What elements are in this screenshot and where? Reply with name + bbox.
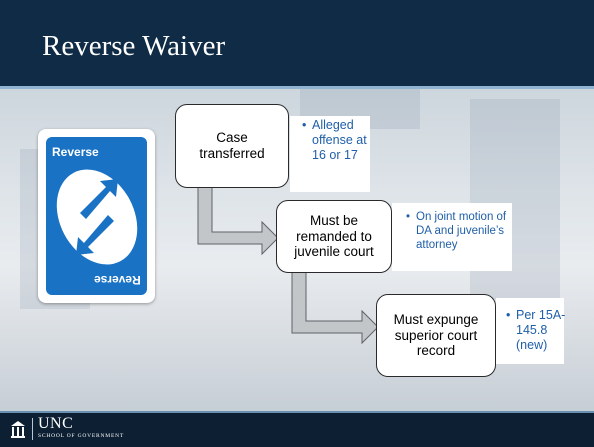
flow-note: • Alleged offense at 16 or 17 bbox=[302, 118, 367, 162]
note-panel bbox=[290, 116, 370, 192]
note-panel bbox=[496, 298, 564, 364]
flow-note: • On joint motion of DA and juvenile’s a… bbox=[406, 211, 507, 251]
logo-divider bbox=[32, 418, 33, 440]
reverse-arrows-icon bbox=[76, 179, 118, 255]
header-divider bbox=[0, 86, 594, 89]
flow-box: Must be remanded to juvenile court bbox=[276, 200, 392, 273]
org-long-name: School of Government bbox=[38, 433, 125, 439]
slide-footer bbox=[0, 411, 594, 447]
flow-arrow bbox=[197, 186, 279, 256]
bullet-dot: • bbox=[406, 211, 411, 223]
slide-title: Reverse Waiver bbox=[42, 30, 226, 62]
card-label-top: Reverse bbox=[52, 145, 99, 159]
bullet-dot: • bbox=[302, 118, 307, 132]
flow-box: Case transferred bbox=[175, 104, 289, 188]
org-short-name: UNC bbox=[38, 415, 74, 432]
bullet-dot: • bbox=[506, 308, 511, 322]
note-panel bbox=[392, 203, 512, 271]
unc-building-icon bbox=[11, 421, 25, 438]
reverse-card-face: Reverse Reverse bbox=[46, 137, 147, 295]
flow-note: • Per 15A-145.8 (new) bbox=[506, 308, 566, 352]
flow-box: Must expunge superior court record bbox=[376, 294, 496, 377]
flow-arrow bbox=[291, 270, 379, 345]
reverse-card: Reverse Reverse bbox=[38, 129, 155, 303]
slide-header: Reverse Waiver bbox=[0, 0, 594, 86]
footer-divider bbox=[0, 411, 594, 413]
